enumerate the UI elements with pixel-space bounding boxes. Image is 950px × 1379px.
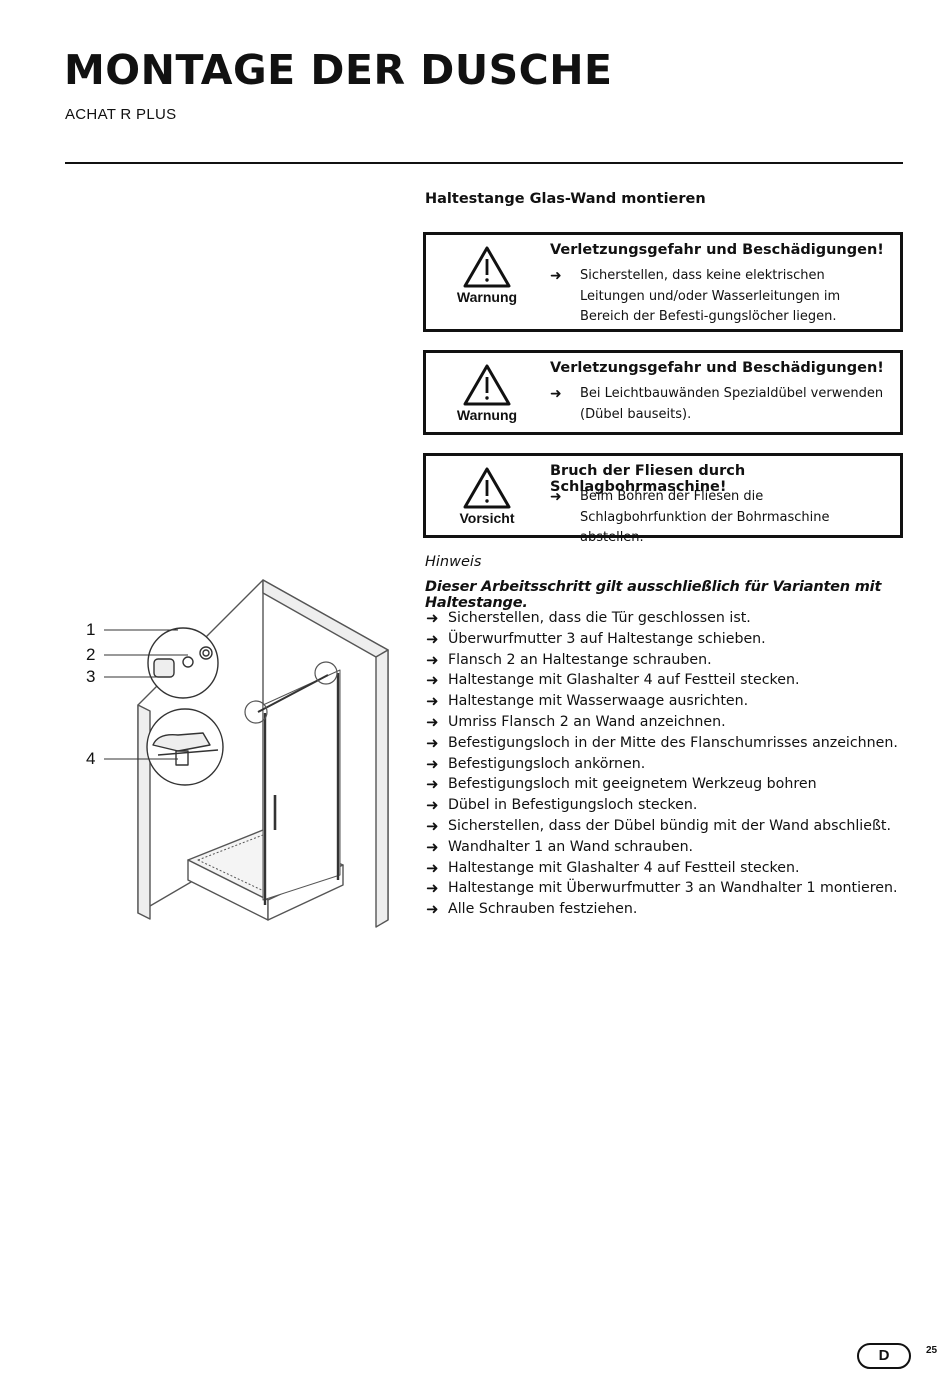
- callout-2: 2: [86, 645, 96, 664]
- caution-item: ➜ Beim Bohren der Fliesen die Schlagbohr…: [550, 487, 890, 549]
- list-item: ➜Haltestange mit Wasserwaage ausrichten.: [426, 692, 749, 711]
- list-item: ➜Haltestange mit Überwurfmutter 3 an Wan…: [426, 879, 898, 898]
- list-item: ➜Sicherstellen, dass die Tür geschlossen…: [426, 609, 751, 627]
- warning-label: Warnung: [456, 289, 518, 305]
- page-title: MONTAGE DER DUSCHE: [64, 46, 613, 94]
- section-title: Haltestange Glas-Wand montieren: [425, 191, 706, 207]
- list-item: ➜Umriss Flansch 2 an Wand anzeichnen.: [426, 712, 726, 731]
- arrow-right-icon: ➜: [426, 816, 439, 835]
- warning-box-1: Warnung Verletzungsgefahr und Beschädigu…: [423, 232, 903, 332]
- caution-text: Beim Bohren der Fliesen die Schlagbohrfu…: [580, 489, 830, 545]
- list-item: ➜Befestigungsloch mit geeignetem Werkzeu…: [426, 775, 817, 794]
- arrow-right-icon: ➜: [550, 268, 562, 284]
- warning-label: Warnung: [456, 407, 518, 423]
- list-item: ➜Haltestange mit Glashalter 4 auf Festte…: [426, 858, 800, 877]
- arrow-right-icon: ➜: [426, 733, 439, 752]
- shower-illustration: [104, 579, 389, 928]
- arrow-right-icon: ➜: [426, 650, 439, 669]
- warning-box-2: Warnung Verletzungsgefahr und Beschädigu…: [423, 350, 903, 435]
- caution-label: Vorsicht: [459, 510, 515, 526]
- caution-symbol: Vorsicht: [452, 466, 522, 526]
- page-number: 25: [926, 1345, 938, 1356]
- caution-heading: Bruch der Fliesen durch Schlagbohrmaschi…: [550, 463, 746, 495]
- callout-4: 4: [86, 749, 96, 768]
- list-item: ➜Dübel in Befestigungsloch stecken.: [426, 796, 698, 815]
- arrow-right-icon: ➜: [426, 837, 439, 856]
- list-item: ➜Überwurfmutter 3 auf Haltestange schieb…: [426, 629, 766, 648]
- product-name: ACHAT R PLUS: [65, 106, 177, 123]
- warning-item: ➜ Bei Leichtbauwänden Spezialdübel verwe…: [550, 384, 890, 425]
- callout-1: 1: [86, 620, 96, 639]
- list-item: ➜Wandhalter 1 an Wand schrauben.: [426, 837, 694, 856]
- list-item: ➜Befestigungsloch in der Mitte des Flans…: [426, 733, 898, 752]
- warning-heading: Verletzungsgefahr und Beschädigungen!: [550, 242, 884, 258]
- warning-triangle-icon: [463, 467, 511, 509]
- language-badge: D: [857, 1343, 911, 1369]
- callout-3: 3: [86, 667, 96, 686]
- arrow-right-icon: ➜: [426, 900, 439, 919]
- arrow-right-icon: ➜: [426, 712, 439, 731]
- warning-triangle-icon: [463, 246, 511, 288]
- warning-symbol: Warnung: [452, 245, 522, 305]
- list-item: ➜Flansch 2 an Haltestange schrauben.: [426, 650, 712, 669]
- arrow-right-icon: ➜: [426, 796, 439, 815]
- note-label: Hinweis: [425, 554, 482, 570]
- arrow-right-icon: ➜: [426, 754, 439, 773]
- warning-text: Bei Leichtbauwänden Spezialdübel verwend…: [580, 386, 884, 422]
- arrow-right-icon: ➜: [426, 775, 439, 794]
- arrow-right-icon: ➜: [426, 692, 439, 711]
- warning-triangle-icon: [463, 364, 511, 406]
- warning-heading: Verletzungsgefahr und Beschädigungen!: [550, 360, 884, 376]
- arrow-right-icon: ➜: [550, 386, 562, 402]
- arrow-right-icon: ➜: [426, 671, 439, 690]
- arrow-right-icon: ➜: [550, 489, 562, 505]
- warning-item: ➜ Sicherstellen, dass keine elektrischen…: [550, 266, 890, 328]
- list-item: ➜Befestigungsloch ankörnen.: [426, 754, 646, 773]
- list-item: ➜Alle Schrauben festziehen.: [426, 900, 638, 919]
- warning-symbol: Warnung: [452, 363, 522, 423]
- warning-text: Sicherstellen, dass keine elektrischen L…: [580, 268, 841, 324]
- header-divider: [65, 162, 903, 164]
- list-item: ➜Haltestange mit Glashalter 4 auf Festte…: [426, 671, 800, 690]
- note-text: Dieser Arbeitsschritt gilt ausschließlic…: [425, 579, 882, 611]
- arrow-right-icon: ➜: [426, 609, 439, 627]
- arrow-right-icon: ➜: [426, 858, 439, 877]
- list-item: ➜Sicherstellen, dass der Dübel bündig mi…: [426, 816, 891, 835]
- steps-list: ➜Sicherstellen, dass die Tür geschlossen…: [426, 608, 898, 920]
- arrow-right-icon: ➜: [426, 879, 439, 898]
- caution-box: Vorsicht Bruch der Fliesen durch Schlagb…: [423, 453, 903, 545]
- arrow-right-icon: ➜: [426, 629, 439, 648]
